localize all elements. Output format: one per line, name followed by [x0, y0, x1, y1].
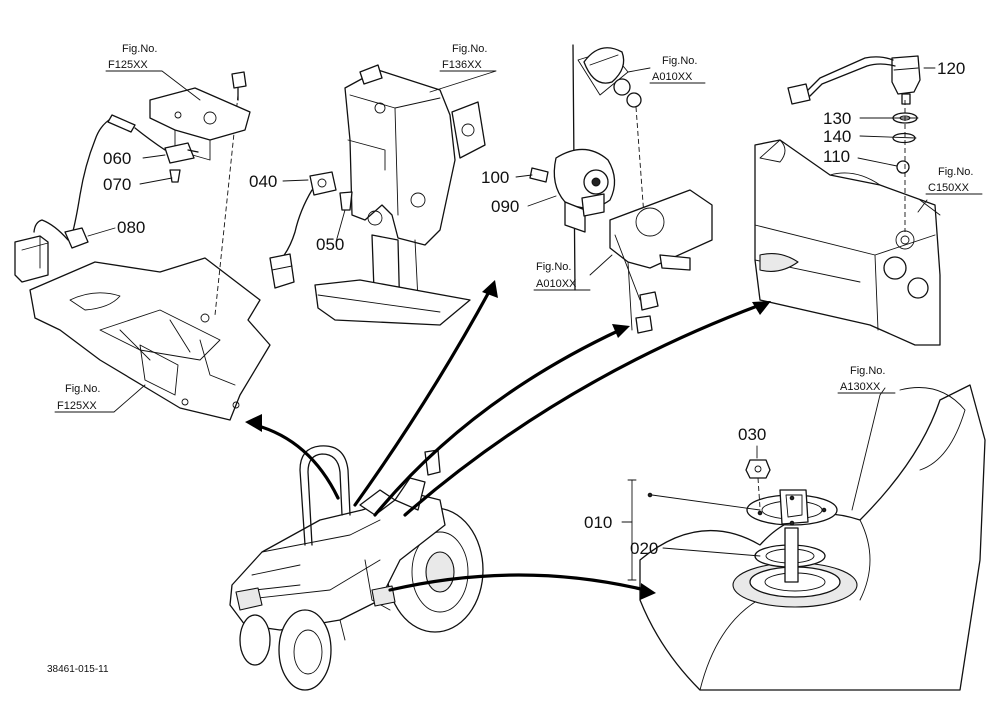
pressure-sensor-assembly [754, 55, 941, 346]
seat-switch-assembly [14, 71, 271, 421]
part-label-120: 120 [937, 59, 965, 78]
figure-ref-f136: Fig.No. F136XX [429, 43, 497, 93]
figure-ref-number: F136XX [442, 59, 482, 71]
tractor-illustration [229, 445, 484, 691]
part-label-080: 080 [117, 218, 145, 237]
figure-ref-number: A130XX [840, 381, 881, 393]
figure-ref-number: C150XX [928, 182, 970, 194]
part-label-020: 020 [630, 539, 658, 558]
part-label-130: 130 [823, 109, 851, 128]
figure-ref-number: A010XX [652, 71, 693, 83]
part-label-090: 090 [491, 197, 519, 216]
figure-ref-number: A010XX [536, 278, 577, 290]
position-sensor-assembly [515, 44, 713, 334]
part-labels: 060 070 080 040 050 100 090 120 130 140 … [103, 59, 965, 558]
figure-ref-c150: Fig.No. C150XX [925, 166, 983, 195]
figure-ref-number: F125XX [108, 59, 148, 71]
part-label-050: 050 [316, 235, 344, 254]
figure-ref-f125-bottom: Fig.No. F125XX [54, 383, 146, 413]
part-label-040: 040 [249, 172, 277, 191]
figure-ref-a130: Fig.No. A130XX [837, 365, 896, 394]
figure-ref-a010-mid: Fig.No. A010XX [533, 261, 591, 291]
part-label-100: 100 [481, 168, 509, 187]
part-label-070: 070 [103, 175, 131, 194]
fuel-gauge-assembly [621, 384, 986, 691]
figure-ref-a010-top: Fig.No. A010XX [627, 55, 706, 84]
figure-ref-label: Fig.No. [122, 43, 157, 55]
part-label-060: 060 [103, 149, 131, 168]
figure-ref-number: F125XX [57, 400, 97, 412]
part-label-140: 140 [823, 127, 851, 146]
figure-ref-label: Fig.No. [452, 43, 487, 55]
part-label-010: 010 [584, 513, 612, 532]
callout-arrows [245, 280, 771, 600]
frame-bracket-assembly [269, 64, 486, 326]
drawing-code: 38461-015-11 [47, 664, 109, 675]
figure-ref-label: Fig.No. [938, 166, 973, 178]
part-label-030: 030 [738, 425, 766, 444]
figure-ref-label: Fig.No. [850, 365, 885, 377]
figure-ref-label: Fig.No. [65, 383, 100, 395]
part-label-110: 110 [823, 147, 850, 166]
figure-ref-label: Fig.No. [662, 55, 697, 67]
figure-ref-f125-top: Fig.No. F125XX [105, 43, 201, 101]
figure-ref-label: Fig.No. [536, 261, 571, 273]
